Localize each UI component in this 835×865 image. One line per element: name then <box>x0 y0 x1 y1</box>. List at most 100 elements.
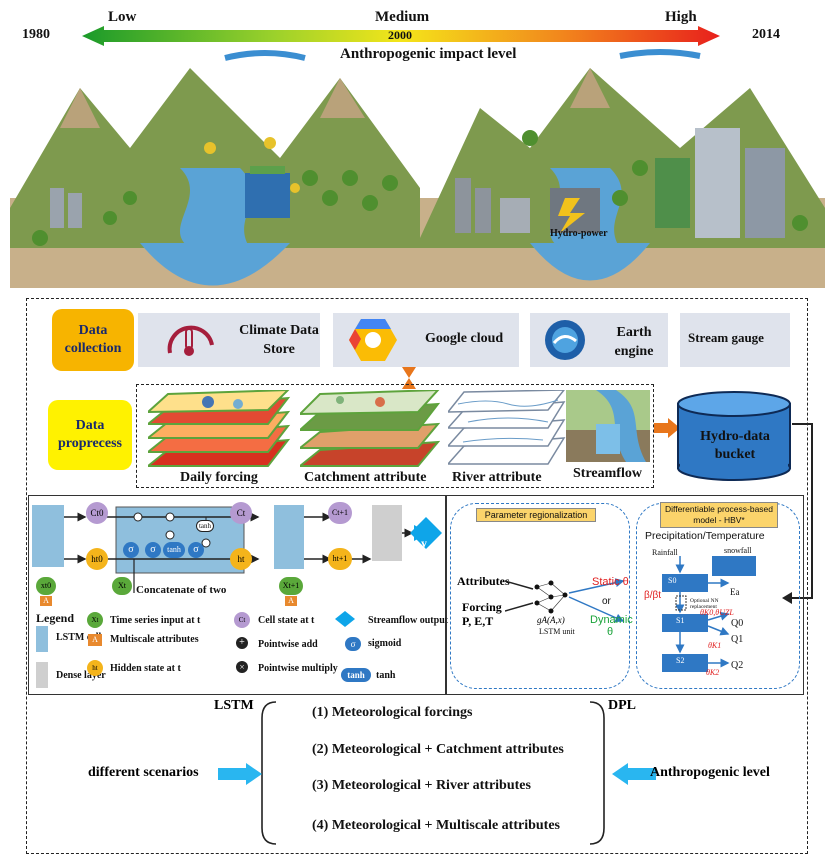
dpl-static: Static θ <box>592 576 629 588</box>
legend-sigma-symbol: σ <box>345 637 361 651</box>
source-label-cds: Climate Data Store <box>239 323 319 357</box>
streamflow-image <box>566 390 650 462</box>
scenario-brace <box>261 701 605 845</box>
landscape-low-illustration <box>10 50 420 288</box>
cell-state-t0: Ct0 <box>86 502 108 524</box>
scenario-right-arrow-icon <box>612 763 656 785</box>
legend-tanh-text: tanh <box>376 670 396 681</box>
hbv-route: Optional NN replacement <box>690 598 719 610</box>
legend-add-text: Pointwise add <box>258 639 318 650</box>
to-bucket-arrow-icon <box>654 418 680 438</box>
lstm-panel <box>28 495 446 695</box>
source-google-cloud: Google cloud <box>333 313 519 367</box>
preprocess-frame <box>136 384 654 488</box>
gate-sigma-input: σ <box>145 542 161 558</box>
legend-a-text: Multiscale attributes <box>110 634 199 645</box>
dpl-label: DPL <box>608 698 636 713</box>
hydropower-label: Hydro-power <box>550 228 608 239</box>
medium-label: Medium <box>375 9 430 25</box>
hbv-beta: β/βt <box>644 590 662 601</box>
data-preprocess-label: Data proprecess <box>48 400 132 470</box>
high-label: High <box>665 9 697 25</box>
gradient-arrow <box>82 26 720 46</box>
legend-a-symbol: A <box>88 634 102 646</box>
source-label-google: Google cloud <box>425 331 504 346</box>
source-label-ee: Earth engine <box>614 325 654 359</box>
legend-y-icon <box>335 611 355 627</box>
input-x-t0: xt0 <box>36 577 56 595</box>
legend-multiply-text: Pointwise multiply <box>258 663 338 674</box>
gate-sigma-output: σ <box>188 542 204 558</box>
hbv-q1: Q1 <box>731 634 744 645</box>
hidden-state-t1: ht+1 <box>328 548 352 570</box>
landscape-high-illustration <box>420 49 825 288</box>
legend-dense: Dense layer <box>56 670 106 681</box>
data-collection-label: Data collection <box>52 309 134 371</box>
source-earth-engine: Earth engine <box>530 313 668 367</box>
landscape-low-impact <box>10 48 420 288</box>
different-scenarios-label: different scenarios <box>88 765 199 780</box>
dpl-forcing: Forcing P, E,T <box>462 600 502 628</box>
lstm-unit-network <box>505 578 625 623</box>
hbv-ea: Ea <box>730 587 740 597</box>
legend-dense-swatch <box>36 662 48 688</box>
hbv-theta-k1: θK1 <box>708 641 722 650</box>
anthropogenic-level-label: Anthropogenic level <box>650 765 770 780</box>
scenario-2: (2) Meteorological + Catchment attribute… <box>312 742 564 757</box>
param-reg-frame <box>450 503 630 689</box>
preprocess-item-forcing: Daily forcing <box>180 470 258 485</box>
hbv-theta-k0: θK0,θUZL <box>700 608 734 617</box>
hbv-s1: S1 <box>676 616 685 625</box>
hbv-s0: S0 <box>668 576 677 585</box>
attribute-a-t0: A <box>40 596 52 606</box>
input-x-t1: Xt+1 <box>279 577 303 595</box>
workflow-frame <box>26 298 808 854</box>
preprocess-item-streamflow: Streamflow <box>573 466 642 481</box>
catchment-attribute-layers <box>300 390 440 467</box>
hydro-data-bucket-icon <box>677 391 791 481</box>
legend-lstm-cell: LSTM cell <box>56 632 102 643</box>
end-year: 2014 <box>752 27 780 42</box>
earth-engine-icon <box>545 320 585 360</box>
hbv-precip: Precipitation/Temperature <box>645 530 765 542</box>
hbv-snowfall: snowfall <box>724 546 752 555</box>
dpl-attributes: Attributes <box>457 574 510 588</box>
daily-forcing-layers <box>148 390 291 467</box>
hbv-rainfall: Rainfall <box>652 548 678 557</box>
hbv-q2: Q2 <box>731 660 744 671</box>
hidden-state-t0: ht0 <box>86 548 108 570</box>
scenario-1: (1) Meteorological forcings <box>312 705 473 720</box>
legend-add-icon: + <box>236 637 248 649</box>
legend-title: Legend <box>36 611 75 625</box>
hbv-title: Differentiable process-based model - HBV… <box>660 502 778 528</box>
source-climate-data-store: Climate Data Store <box>138 313 320 367</box>
lstm-label: LSTM <box>214 698 254 713</box>
hourglass-connector-icon <box>402 367 416 389</box>
scenario-3: (3) Meteorological + River attributes <box>312 778 531 793</box>
dpl-g-label: gA(A,x) <box>537 615 565 625</box>
legend-multiply-icon: × <box>236 661 248 673</box>
dpl-dynamic: Dynamic θ <box>590 614 633 638</box>
hbv-q0: Q0 <box>731 618 744 629</box>
scale-title: Anthropogenic impact level <box>340 46 517 62</box>
preprocess-item-river: River attribute <box>452 470 542 485</box>
gate-tanh-candidate: tanh <box>163 542 185 558</box>
landscape-high-impact: Hydro-power <box>420 48 825 288</box>
legend-h-symbol: ht <box>87 660 103 676</box>
legend-c-symbol: Ct <box>234 612 250 628</box>
dpl-panel <box>446 495 804 695</box>
gate-sigma-forget: σ <box>123 542 139 558</box>
mid-year: 2000 <box>388 28 412 42</box>
river-attribute-layers <box>448 390 566 465</box>
concatenate-label: Concatenate of two <box>136 584 227 596</box>
source-stream-gauge: Stream gauge <box>680 313 790 367</box>
bucket-to-model-connector <box>782 423 813 604</box>
hbv-theta-k2: θK2 <box>706 668 720 677</box>
hbv-s2: S2 <box>676 656 685 665</box>
scenario-4: (4) Meteorological + Multiscale attribut… <box>312 818 560 833</box>
hbv-model-diagram <box>662 556 756 672</box>
google-cloud-icon <box>349 319 397 361</box>
lstm-diagram <box>32 505 442 593</box>
cell-state-t1: Ct+1 <box>328 502 352 524</box>
start-year: 1980 <box>22 27 50 42</box>
